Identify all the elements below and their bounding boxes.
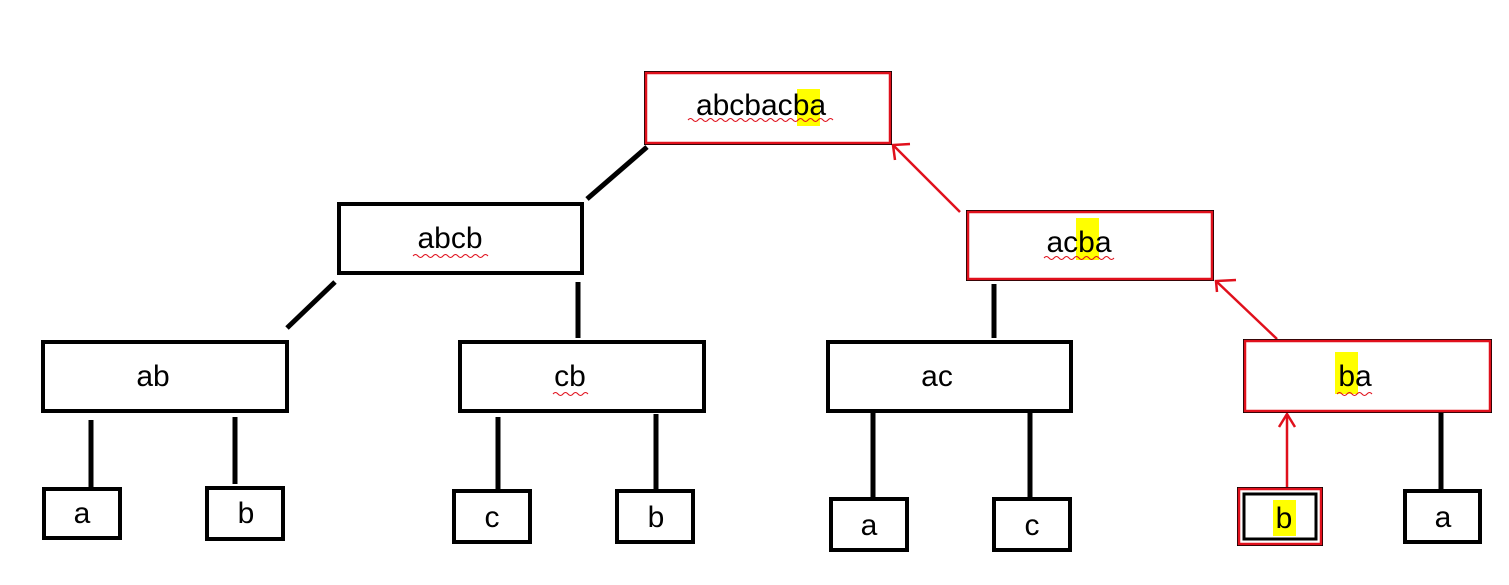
leaf-a1: a (42, 487, 122, 540)
leaf-a2: a (829, 497, 909, 552)
node-root: abcbacba (644, 71, 892, 145)
edge-root-left (585, 145, 649, 201)
leaf-a3: a (1403, 489, 1482, 544)
arrowhead-ba (1277, 411, 1297, 428)
node-label: c (485, 501, 500, 534)
node-label: ba (1338, 360, 1372, 393)
highlight-mark (1273, 500, 1296, 536)
spellcheck-underline (687, 118, 834, 122)
spellcheck-underline (412, 254, 489, 258)
leaf-b2: b (615, 489, 695, 544)
tree-edges (88, 145, 1444, 497)
node-label: cb (554, 360, 586, 393)
node-label: acba (1046, 226, 1111, 259)
node-label: abcbacba (696, 89, 826, 122)
node-label: b (1276, 502, 1293, 535)
leaf-c2: c (992, 497, 1072, 552)
node-label: b (238, 497, 255, 530)
leaf-b3: b (1237, 487, 1323, 546)
arrowhead-root (891, 142, 911, 161)
node-abcb: abcb (337, 202, 584, 275)
node-ba: ba (1243, 339, 1492, 413)
node-ac: ac (826, 340, 1073, 413)
node-label: ac (921, 360, 953, 393)
spellcheck-underline (1043, 256, 1115, 260)
node-label: c (1025, 509, 1040, 542)
node-acba: acba (966, 210, 1214, 281)
node-label: a (861, 509, 878, 542)
node-label: a (74, 497, 91, 530)
spellcheck-underline (1336, 392, 1373, 396)
path-arrow-ba-acba (1215, 280, 1278, 340)
highlight-mark (1335, 352, 1358, 394)
node-label: abcb (417, 222, 482, 255)
leaf-c1: c (452, 489, 532, 544)
highlight-mark (1076, 218, 1099, 260)
node-label: b (648, 501, 665, 534)
node-cb: cb (458, 340, 706, 413)
node-ab: ab (41, 340, 289, 413)
node-label: ab (136, 360, 169, 393)
arrowhead-acba (1214, 278, 1237, 293)
leaf-b1: b (205, 486, 285, 541)
edge-abcb-ab (285, 280, 337, 330)
spellcheck-underline (552, 392, 589, 396)
highlight-path (891, 142, 1297, 489)
highlight-mark (797, 89, 820, 126)
node-label: a (1435, 501, 1452, 534)
path-arrow-acba-root (892, 144, 961, 213)
